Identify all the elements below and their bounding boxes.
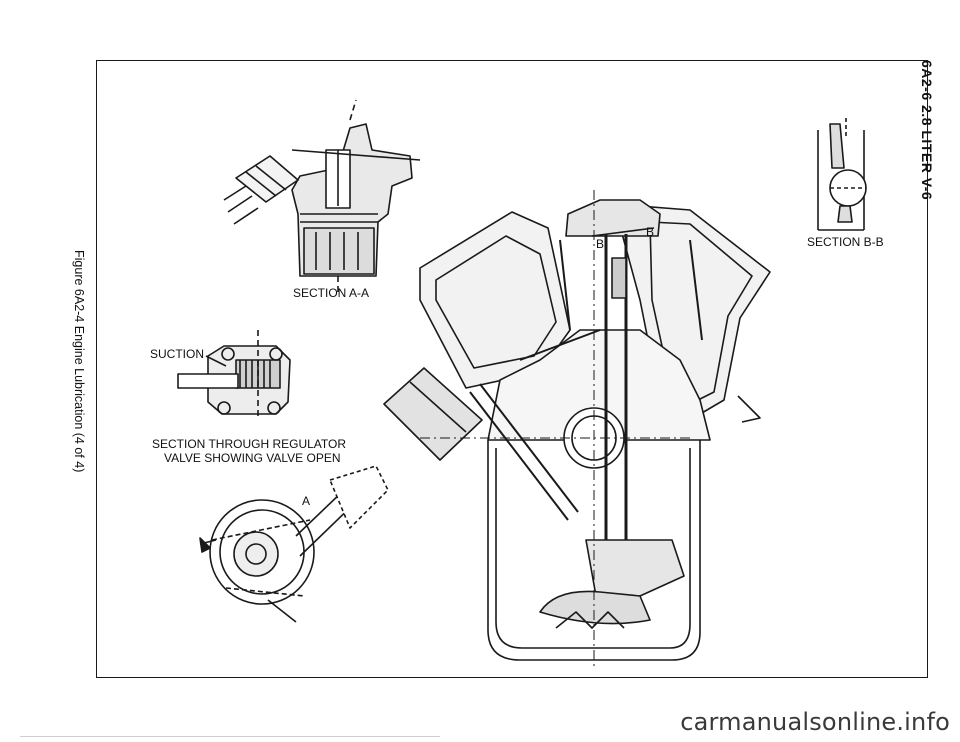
label-regulator-line2: VALVE SHOWING VALVE OPEN: [164, 451, 341, 465]
bottom-rule: [20, 736, 440, 737]
label-mark-b-left: B: [596, 237, 605, 251]
label-mark-a: A: [302, 494, 311, 508]
label-section-bb: SECTION B-B: [807, 235, 884, 249]
label-mark-b-right: B: [646, 225, 655, 239]
figure-frame: [96, 60, 928, 678]
watermark: carmanualsonline.info: [680, 708, 950, 736]
label-regulator-line1: SECTION THROUGH REGULATOR: [152, 437, 347, 451]
section-bb-drawing: [817, 118, 867, 231]
engine-block-drawing: [383, 190, 771, 668]
pump-gear-detail-drawing: [199, 465, 389, 623]
regulator-valve-drawing: [177, 330, 291, 420]
section-aa-drawing: [223, 99, 421, 292]
label-suction: SUCTION: [150, 347, 204, 361]
label-section-aa: SECTION A-A: [293, 286, 370, 300]
